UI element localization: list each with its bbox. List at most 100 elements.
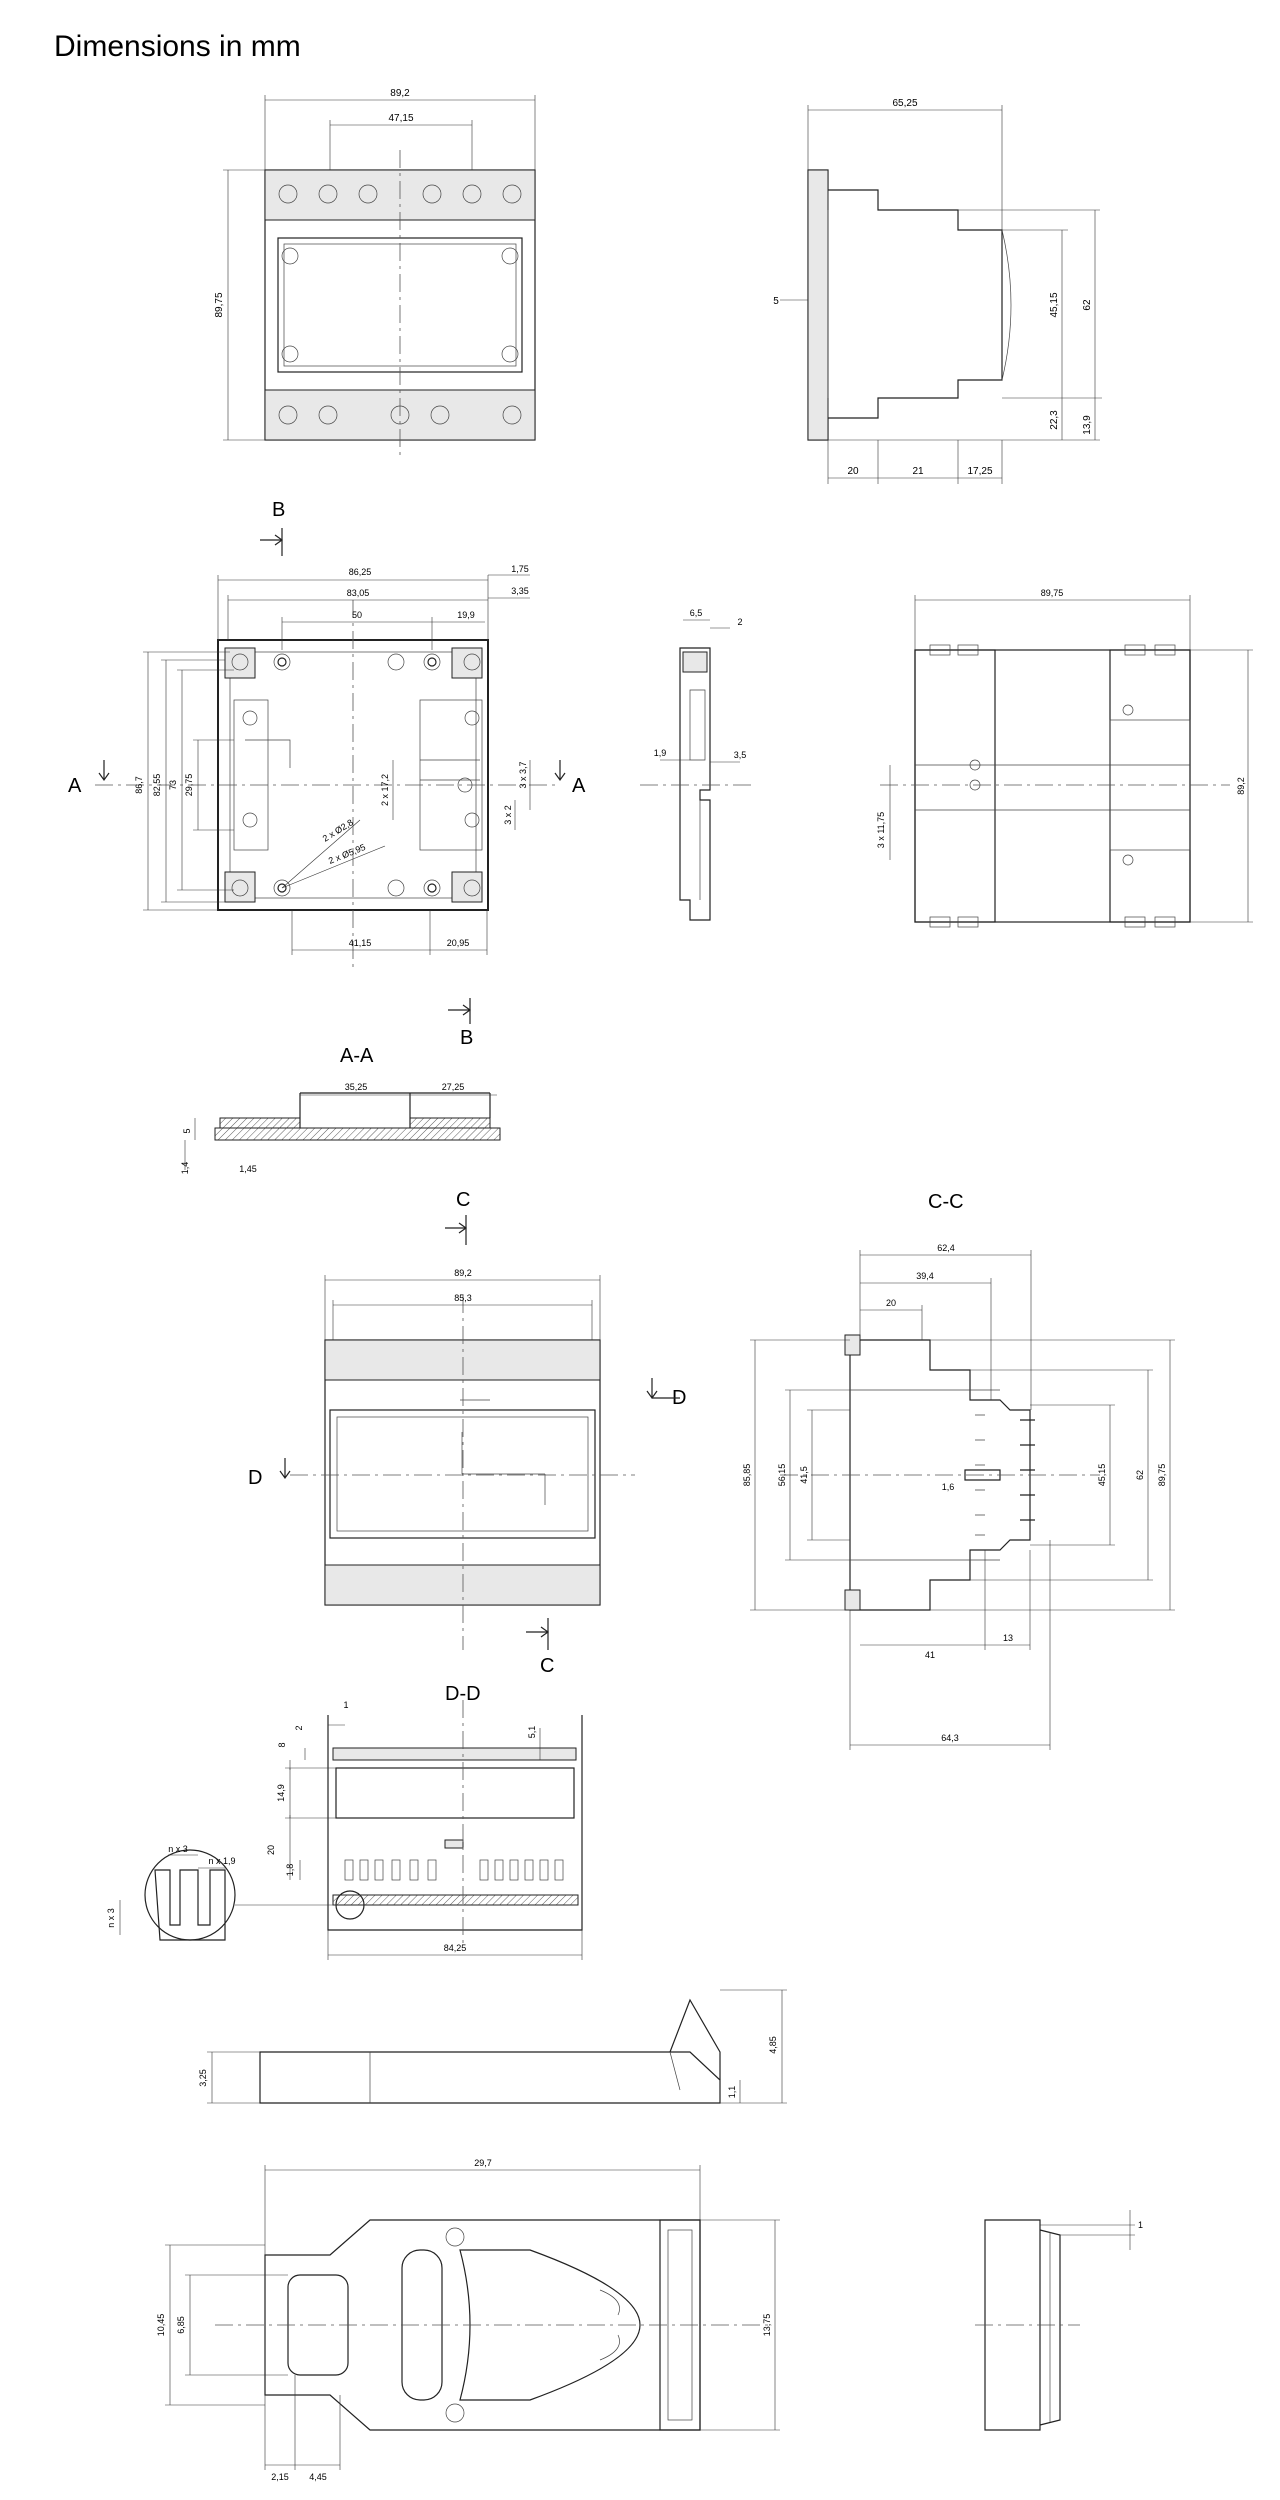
cc-56-dim: 56,15 [777, 1464, 787, 1487]
cc-39-dim: 39,4 [916, 1271, 934, 1281]
bottom-3x-dim: 3 x 11,75 [876, 812, 886, 848]
clipt-10-dim: 10,45 [156, 2314, 166, 2337]
aa-145-dim: 1,45 [239, 1164, 257, 1174]
section-dd-label: D-D [445, 1683, 481, 1705]
top-h86-dim: 86,7 [134, 776, 144, 794]
clip-485-dim: 4,85 [768, 2036, 778, 2054]
top-r1-dim: 2 x Ø2,8 [321, 817, 355, 844]
top-s1-dim: 2 x 17,2 [380, 774, 390, 806]
section-a-left: A [68, 775, 82, 797]
section-a-right: A [572, 775, 586, 797]
section-cc-view: C-C 62,4 39,4 20 85,85 56,15 41,5 45,15 … [742, 1191, 1175, 1750]
top-19-dim: 19,9 [457, 610, 475, 620]
front-width-dim: 89,2 [390, 88, 410, 99]
clipt-215-dim: 2,15 [271, 2472, 289, 2482]
clipt-445-dim: 4,45 [309, 2472, 327, 2482]
top-41-dim: 41,15 [349, 938, 372, 948]
clipt-6-dim: 6,85 [176, 2316, 186, 2334]
cc-41b-dim: 41 [925, 1650, 935, 1660]
dd-18-dim: 1,8 [285, 1864, 295, 1877]
section-aa-view: A-A 35,25 27,25 5 1,4 1,45 [180, 1045, 501, 1175]
section-c-top: C [456, 1189, 470, 1211]
dd-n3-dim: n x 3 [168, 1844, 188, 1854]
section-d-left: D [248, 1467, 262, 1489]
mid-89-dim: 89,2 [454, 1268, 472, 1278]
cc-45-dim: 45,15 [1097, 1464, 1107, 1487]
narrow-2-dim: 2 [737, 617, 742, 627]
narrow-65-dim: 6,5 [690, 608, 703, 618]
cc-h62-dim: 62 [1135, 1470, 1145, 1480]
top-s2-dim: 3 x 3,7 [518, 761, 528, 788]
side-20-dim: 20 [847, 466, 859, 477]
page-title: Dimensions in mm [54, 30, 301, 63]
aa-35-dim: 35,25 [345, 1082, 368, 1092]
clipt-29-dim: 29,7 [474, 2158, 492, 2168]
top-20-dim: 20,95 [447, 938, 470, 948]
front-height-dim: 89,75 [214, 292, 225, 317]
clip-325-dim: 3,25 [198, 2069, 208, 2087]
section-b-bottom: B [460, 1027, 473, 1049]
aa-27-dim: 27,25 [442, 1082, 465, 1092]
narrow-side-view: 6,5 2 1,9 3,5 [640, 608, 755, 921]
side-62-dim: 62 [1082, 299, 1093, 311]
top-r2-dim: 2 x Ø5,95 [327, 842, 367, 866]
dd-20-dim: 20 [266, 1845, 276, 1855]
dd-n19-dim: n x 1,9 [208, 1856, 235, 1866]
top-view: 86,25 83,05 50 19,9 1,75 3,35 86,7 82,55… [68, 499, 586, 1049]
aa-14-dim: 1,4 [180, 1162, 190, 1175]
clipt-13-dim: 13,75 [762, 2314, 772, 2337]
cc-13-dim: 13 [1003, 1633, 1013, 1643]
bottom-view: 89,75 89,2 3 x 11,75 [876, 588, 1253, 928]
front-view: 89,2 47,15 89,75 [214, 88, 536, 460]
clip-top-view: 29,7 10,45 6,85 13,75 2,15 4,45 [156, 2158, 780, 2482]
side-22-dim: 22,3 [1049, 410, 1060, 430]
narrow-35-dim: 3,5 [734, 750, 747, 760]
top-s3-dim: 3 x 2 [503, 805, 513, 825]
middle-view: 89,2 85,3 C C D D [248, 1189, 686, 1677]
section-cc-label: C-C [928, 1191, 964, 1213]
bottom-h-dim: 89,2 [1236, 777, 1246, 795]
mid-85-dim: 85,3 [454, 1293, 472, 1303]
dd-2-dim: 2 [294, 1725, 304, 1730]
section-b-top: B [272, 499, 285, 521]
cc-16-dim: 1,6 [942, 1482, 955, 1492]
clip-11-dim: 1,1 [727, 2086, 737, 2099]
section-aa-label: A-A [340, 1045, 374, 1067]
top-h29-dim: 29,75 [184, 774, 194, 797]
dd-51-dim: 5,1 [527, 1726, 537, 1739]
side-width-dim: 65,25 [892, 98, 917, 109]
top-h82-dim: 82,55 [152, 774, 162, 797]
cc-64-dim: 64,3 [941, 1733, 959, 1743]
side-45-dim: 45,15 [1049, 292, 1060, 317]
top-50-dim: 50 [352, 610, 362, 620]
small-1-dim: 1 [1138, 2220, 1143, 2230]
clip-side-view: 3,25 4,85 1,1 [198, 1989, 787, 2104]
cc-62-dim: 62,4 [937, 1243, 955, 1253]
dd-n3v-dim: n x 3 [106, 1908, 116, 1928]
side-view: 65,25 45,15 62 22,3 13,9 20 21 17,25 5 [773, 98, 1102, 484]
cc-85-dim: 85,85 [742, 1464, 752, 1487]
small-side-view: 1 [975, 2210, 1143, 2431]
narrow-19-dim: 1,9 [654, 748, 667, 758]
section-c-bottom: C [540, 1655, 554, 1677]
side-13-dim: 13,9 [1082, 415, 1093, 435]
side-21-dim: 21 [912, 466, 924, 477]
top-175-dim: 1,75 [511, 564, 529, 574]
bottom-w-dim: 89,75 [1041, 588, 1064, 598]
dd-14-dim: 14,9 [276, 1784, 286, 1802]
front-inner-dim: 47,15 [388, 113, 413, 124]
dd-1-dim: 1 [343, 1700, 348, 1710]
top-83-dim: 83,05 [347, 588, 370, 598]
cc-89-dim: 89,75 [1157, 1464, 1167, 1487]
side-5-dim: 5 [773, 296, 779, 307]
top-h73-dim: 73 [168, 780, 178, 790]
aa-5-dim: 5 [182, 1128, 192, 1133]
top-335-dim: 3,35 [511, 586, 529, 596]
cc-41-dim: 41,5 [799, 1466, 809, 1484]
dd-8-dim: 8 [277, 1742, 287, 1747]
top-86-dim: 86,25 [349, 567, 372, 577]
dd-84-dim: 84,25 [444, 1943, 467, 1953]
section-dd-view: D-D 1 5,1 2 8 14,9 20 1,8 84,25 n x 3 [106, 1683, 583, 1960]
cc-20-dim: 20 [886, 1298, 896, 1308]
